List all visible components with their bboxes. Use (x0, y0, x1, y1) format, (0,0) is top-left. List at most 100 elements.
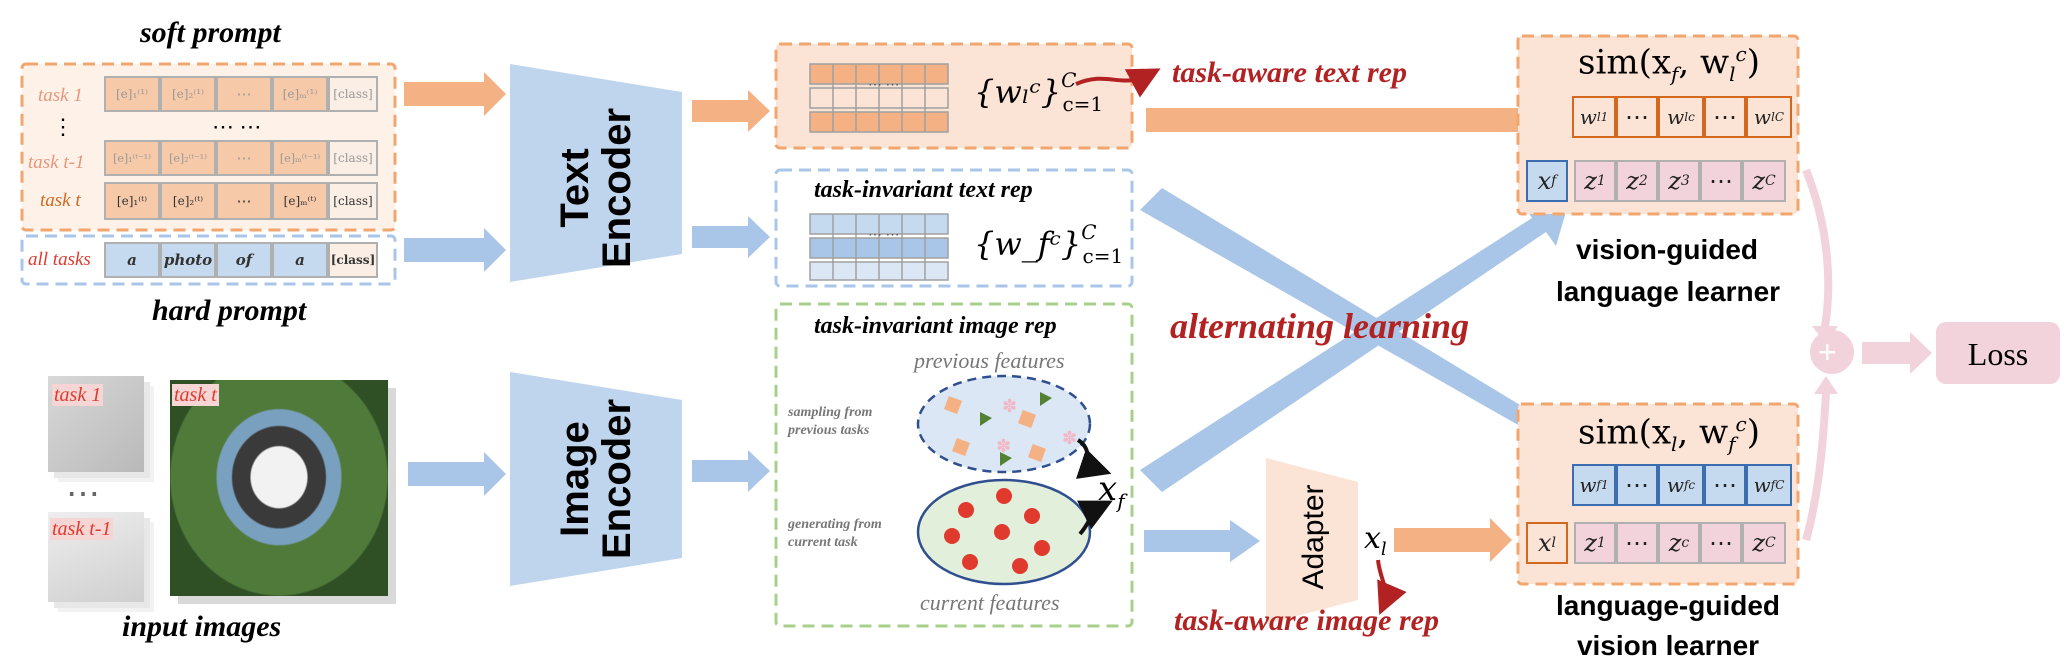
task-aware-image-label: task-aware image rep (1174, 604, 1439, 637)
soft-prompt-row-task-1: [e]₁⁽¹⁾ [e]₂⁽¹⁾ ⋯ [e]ₘ⁽¹⁾ [class] (104, 76, 378, 112)
token-class: [class] (328, 140, 378, 176)
task-invariant-grid (809, 213, 949, 281)
token-em: [e]ₘ⁽ᵗ⁾ (272, 182, 328, 220)
adapter-label: Adapter (1297, 484, 1330, 590)
image-stack-dots: ⋯ (66, 476, 100, 513)
task-invariant-math: {w_fᶜ}Cc=1 (974, 220, 1124, 268)
vision-sim-formula: sim(xf, wlc) (1578, 42, 1761, 87)
hard-token: a (272, 242, 328, 278)
token-e2: [e]₂⁽ᵗ⁻¹⁾ (160, 140, 216, 176)
language-to-plus-arrow (1802, 391, 1830, 542)
input-tag-task-t: task t (172, 384, 219, 406)
xl-to-language-guided-arrow (1394, 518, 1512, 562)
all-tasks-label: all tasks (28, 249, 91, 270)
task-t-1-label: task t-1 (28, 152, 85, 173)
input-tag-task-1: task 1 (52, 384, 104, 406)
current-features-label: current features (920, 590, 1060, 615)
current-feature-marks (944, 488, 1050, 574)
language-sim-formula: sim(xl, wfc) (1578, 412, 1761, 457)
input-image-husky (170, 380, 388, 596)
token-ellipsis: ⋯ (216, 76, 272, 112)
token-em: [e]ₘ⁽¹⁾ (272, 76, 328, 112)
invariant-text-to-language-guided-arrow (1140, 188, 1586, 458)
input-images-title: input images (122, 610, 282, 643)
loss-box (1936, 322, 2060, 384)
hard-token: of (216, 242, 272, 278)
image-encoder-to-invariant-arrow (692, 450, 770, 492)
task-aware-grid-dots: ⋯ ⋯ (868, 78, 900, 93)
task-invariant-image-label: task-invariant image rep (814, 313, 1057, 339)
xf-symbol: xf (1098, 469, 1125, 513)
token-e1: [e]₁⁽ᵗ⁾ (104, 182, 160, 220)
language-guided-label-1: language-guided (1556, 590, 1780, 621)
svg-text:✽: ✽ (996, 436, 1011, 456)
input-tag-task-t-1: task t-1 (50, 518, 114, 540)
token-e2: [e]₂⁽¹⁾ (160, 76, 216, 112)
hard-token: a (104, 242, 160, 278)
generating-label: generating from current task (788, 517, 882, 550)
task-aware-text-red-arrow (1075, 68, 1161, 98)
soft-prompt-row-task-t: [e]₁⁽ᵗ⁾ [e]₂⁽ᵗ⁾ ⋯ [e]ₘ⁽ᵗ⁾ [class] (104, 182, 378, 220)
generate-to-xf-arrow (1076, 500, 1113, 536)
vision-to-plus-arrow (1802, 168, 1833, 333)
language-guided-label-2: vision learner (1576, 630, 1760, 661)
token-e1: [e]₁⁽¹⁾ (104, 76, 160, 112)
token-class: [class] (328, 182, 378, 220)
loss-label: Loss (1967, 336, 2029, 372)
token-em: [e]ₘ⁽ᵗ⁻¹⁾ (272, 140, 328, 176)
soft-prompt-title: soft prompt (140, 16, 281, 49)
sample-to-xf-arrow (1075, 438, 1112, 479)
task-invariant-grid-dots: ⋯ ⋯ (868, 228, 900, 243)
plus-to-loss-arrow (1862, 332, 1932, 374)
hard-to-text-encoder-arrow (404, 228, 506, 272)
previous-features-label: previous features (914, 348, 1065, 373)
svg-text:✽: ✽ (1002, 396, 1017, 416)
hard-token: photo (160, 242, 216, 278)
xl-red-arrow (1376, 559, 1407, 616)
svg-text:✽: ✽ (1062, 428, 1077, 448)
task-vdots: ⋮ (52, 114, 74, 139)
invariant-image-to-vision-guided-arrow (1140, 198, 1570, 492)
plus-sign: + (1818, 334, 1837, 370)
task-aware-math: {wₗᶜ}Cc=1 (974, 68, 1104, 116)
vision-guided-label-1: vision-guided (1576, 234, 1758, 265)
task-invariant-text-label: task-invariant text rep (814, 177, 1033, 203)
xf-to-adapter-arrow (1144, 520, 1260, 562)
hard-token-class: [class] (328, 242, 378, 278)
image-encoder-shape (510, 372, 682, 586)
token-class: [class] (328, 76, 378, 112)
task-aware-text-label: task-aware text rep (1172, 56, 1407, 89)
token-ellipsis: ⋯ (216, 182, 272, 220)
xl-symbol: xl (1364, 521, 1387, 560)
sampling-label: sampling from previous tasks (788, 405, 873, 438)
text-encoder-to-invariant-arrow (692, 216, 770, 258)
alternating-learning-label: alternating learning (1170, 306, 1470, 346)
task-t-label: task t (40, 190, 81, 211)
images-to-image-encoder-arrow (408, 452, 506, 496)
soft-prompt-row-dots: ⋯ ⋯ (212, 114, 262, 139)
task-aware-grid (809, 63, 949, 133)
token-e2: [e]₂⁽ᵗ⁾ (160, 182, 216, 220)
token-ellipsis: ⋯ (216, 140, 272, 176)
soft-prompt-row-task-t-1: [e]₁⁽ᵗ⁻¹⁾ [e]₂⁽ᵗ⁻¹⁾ ⋯ [e]ₘ⁽ᵗ⁻¹⁾ [class] (104, 140, 378, 176)
token-e1: [e]₁⁽ᵗ⁻¹⁾ (104, 140, 160, 176)
text-encoder-shape (510, 64, 682, 282)
task-1-label: task 1 (38, 85, 83, 106)
hard-prompt-tokens: a photo of a [class] (104, 242, 378, 278)
hard-prompt-title: hard prompt (152, 294, 307, 327)
taskaware-to-vision-guided-arrow (1146, 96, 1560, 144)
vision-guided-label-2: language learner (1555, 276, 1781, 307)
previous-feature-marks: ✽ ✽ ✽ (944, 392, 1077, 466)
plus-circle (1810, 330, 1854, 374)
text-encoder-to-taskaware-arrow (692, 90, 770, 132)
soft-to-text-encoder-arrow (404, 72, 506, 116)
adapter-shape (1266, 458, 1358, 624)
text-encoder-label: Text Encoder (553, 107, 639, 269)
image-encoder-label: Image Encoder (553, 398, 639, 560)
